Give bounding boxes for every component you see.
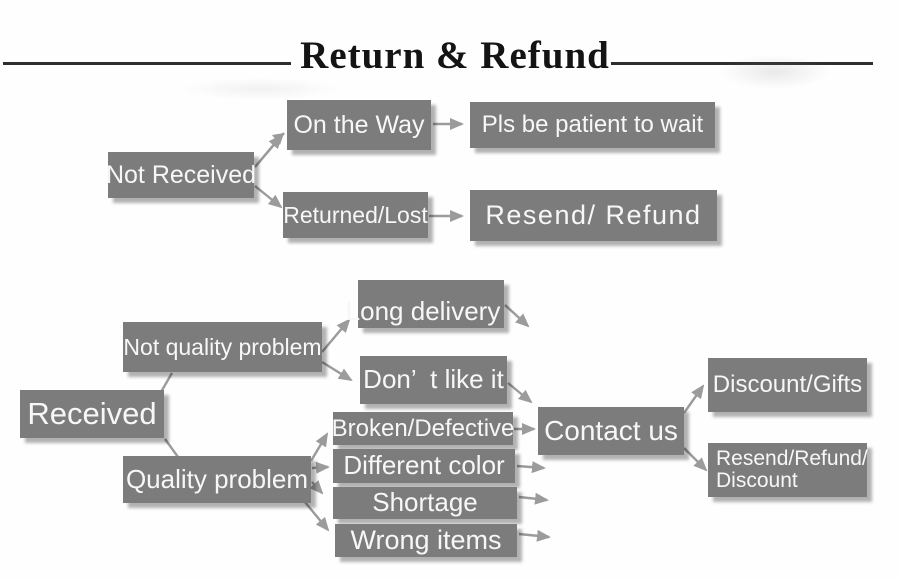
node-label: Received	[27, 395, 157, 431]
node-label: Returned/Lost	[283, 201, 428, 228]
title-block: Return & Refund	[0, 0, 900, 100]
node-pls-be-patient: Pls be patient to wait	[470, 102, 715, 148]
node-broken-defective: Broken/Defective	[331, 412, 515, 445]
node-label: Shortage	[372, 487, 478, 518]
node-on-the-way: On the Way	[287, 100, 431, 150]
node-dont-like-it: Don’ t like it	[360, 356, 507, 404]
node-resend-refund-discount: Resend/Refund/ Discount	[708, 443, 868, 497]
node-returned-lost: Returned/Lost	[283, 192, 428, 238]
node-label: Not quality problem	[123, 333, 322, 360]
background-smudge	[720, 55, 830, 89]
node-discount-gifts: Discount/Gifts	[708, 358, 867, 412]
node-contact-us: Contact us	[538, 407, 684, 455]
node-label: Long delivery	[345, 296, 501, 327]
node-label: Resend/ Refund	[485, 200, 702, 231]
title-rule-left	[3, 62, 291, 65]
node-received: Received	[20, 390, 164, 438]
node-label: Not Received	[105, 160, 257, 189]
node-label: Contact us	[544, 415, 678, 447]
node-label: Quality problem	[125, 463, 309, 494]
node-label: Broken/Defective	[331, 414, 515, 442]
node-label: Resend/Refund/ Discount	[716, 446, 868, 492]
node-different-color: Different color	[333, 449, 515, 483]
node-not-received: Not Received	[105, 152, 257, 198]
page-title: Return & Refund	[300, 34, 610, 77]
node-resend-refund: Resend/ Refund	[470, 190, 717, 241]
node-quality-problem: Quality problem	[123, 456, 311, 503]
node-wrong-items: Wrong items	[335, 524, 517, 557]
node-label: Different color	[343, 450, 505, 481]
node-shortage: Shortage	[333, 487, 517, 519]
node-label: Discount/Gifts	[712, 371, 863, 399]
node-label: Pls be patient to wait	[481, 111, 704, 139]
background-smudge	[180, 78, 340, 100]
node-label: On the Way	[293, 110, 425, 139]
node-long-delivery: Long delivery	[346, 280, 504, 328]
node-label: Wrong items	[350, 525, 502, 556]
node-not-quality-problem: Not quality problem	[123, 322, 322, 372]
node-label: Don’ t like it	[363, 364, 504, 395]
title-rule-right	[611, 62, 873, 65]
